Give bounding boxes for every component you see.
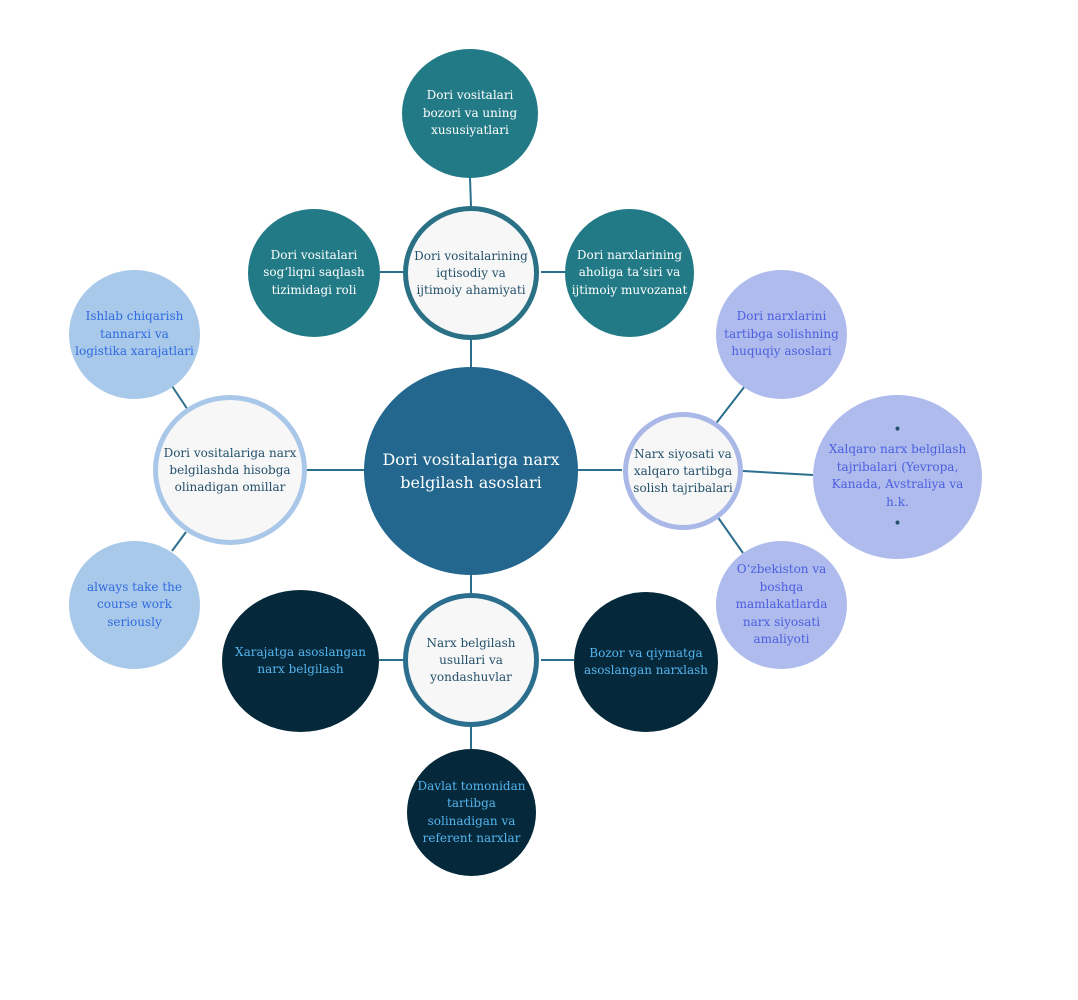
satellite-course-work-note: always take the course work seriously [69, 541, 200, 669]
satellite-uzbekistan-practice: O‘zbekiston va boshqa mamlakatlarda narx… [716, 541, 847, 669]
connector-right-up [713, 385, 746, 427]
satellite-label: always take the course work seriously [87, 579, 182, 629]
central-topic-label: Dori vositalariga narx belgilash asoslar… [382, 450, 560, 492]
satellite-label: Davlat tomonidan tartibga solinadigan va… [417, 778, 526, 846]
satellite-label: O‘zbekiston va boshqa mamlakatlarda narx… [735, 562, 828, 647]
satellite-healthcare-role: Dori vositalari sog‘liqni saqlash tizimi… [248, 209, 380, 337]
satellite-market-value-pricing: Bozor va qiymatga asoslangan narxlash [574, 592, 718, 732]
satellite-label: Xalqaro narx belgilash tajribalari (Yevr… [828, 442, 967, 509]
satellite-production-costs: Ishlab chiqarish tannarxi va logistika x… [69, 270, 200, 399]
connector-right-mid [742, 470, 814, 476]
satellite-label: Ishlab chiqarish tannarxi va logistika x… [75, 309, 194, 359]
satellite-reference-prices: Davlat tomonidan tartibga solinadigan va… [407, 749, 536, 876]
satellite-label: Dori vositalari sog‘liqni saqlash tizimi… [263, 247, 365, 297]
satellite-label: Xarajatga asoslangan narx belgilash [235, 644, 366, 677]
hub-label: Dori vositalariga narx belgilashda hisob… [163, 445, 297, 494]
hub-label: Narx belgilash usullari va yondashuvlar [426, 635, 516, 684]
central-topic-node: Dori vositalariga narx belgilash asoslar… [364, 367, 578, 575]
satellite-international-experience: • Xalqaro narx belgilash tajribalari (Ye… [813, 395, 982, 559]
hub-label: Narx siyosati va xalqaro tartibga solish… [633, 446, 733, 495]
bullet-dot: • [893, 422, 902, 438]
satellite-label: Dori narxlarining aholiga ta’siri va ijt… [571, 247, 688, 297]
hub-label: Dori vositalarining iqtisodiy va ijtimoi… [414, 248, 528, 297]
hub-pricing-methods: Narx belgilash usullari va yondashuvlar [403, 593, 539, 727]
satellite-label: Dori vositalari bozori va uning xususiya… [422, 88, 518, 138]
satellite-cost-based-pricing: Xarajatga asoslangan narx belgilash [222, 590, 379, 732]
hub-price-policy-international: Narx siyosati va xalqaro tartibga solish… [623, 412, 743, 530]
connector-right-down [716, 515, 744, 554]
satellite-label: Dori narxlarini tartibga solishning huqu… [724, 309, 839, 359]
satellite-label: Bozor va qiymatga asoslangan narxlash [583, 645, 709, 678]
bullet-dot: • [893, 516, 902, 532]
hub-economic-social-importance: Dori vositalarining iqtisodiy va ijtimoi… [403, 206, 539, 340]
satellite-market-features: Dori vositalari bozori va uning xususiya… [402, 49, 538, 178]
satellite-social-balance: Dori narxlarining aholiga ta’siri va ijt… [565, 209, 694, 337]
satellite-legal-basis: Dori narxlarini tartibga solishning huqu… [716, 270, 847, 399]
hub-pricing-factors: Dori vositalariga narx belgilashda hisob… [153, 395, 307, 545]
connector-top-up [469, 177, 472, 207]
connector-left-down [171, 531, 187, 552]
connector-left-up [171, 385, 189, 411]
